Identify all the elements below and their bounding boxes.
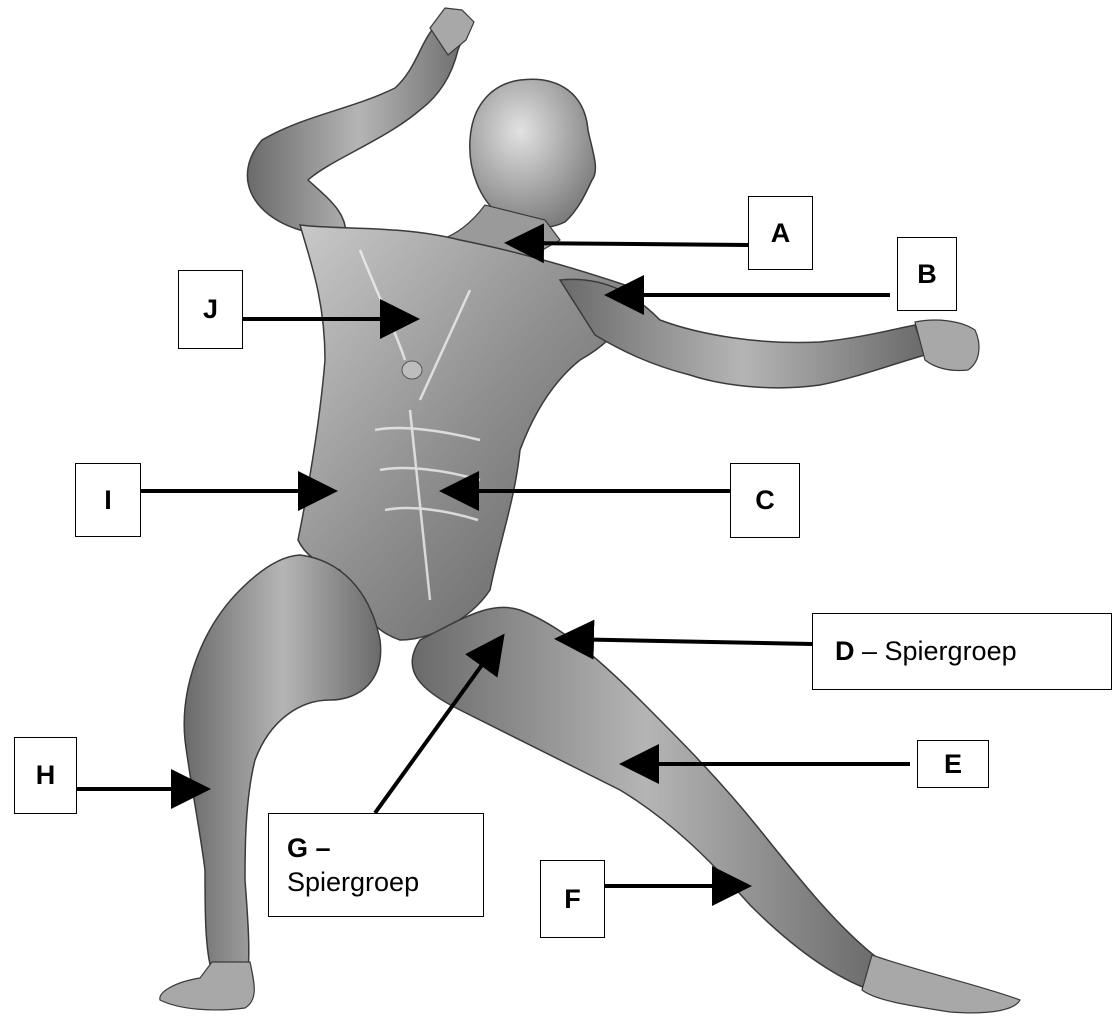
label-h-letter: H xyxy=(36,760,56,791)
label-a: A xyxy=(748,196,813,270)
label-g-letter: G – xyxy=(287,831,331,865)
arrow-a xyxy=(512,243,748,245)
raised-arm xyxy=(247,8,474,240)
label-g: G – Spiergroep xyxy=(268,813,484,917)
label-d-letter: D xyxy=(835,636,855,667)
label-b-letter: B xyxy=(917,259,937,290)
label-f: F xyxy=(540,860,605,938)
arrow-d xyxy=(562,639,812,644)
label-e-letter: E xyxy=(944,749,962,780)
label-j: J xyxy=(178,270,243,349)
label-g-text: Spiergroep xyxy=(287,865,419,899)
label-i-letter: I xyxy=(104,485,112,516)
label-h: H xyxy=(14,737,77,814)
label-j-letter: J xyxy=(203,294,218,325)
label-a-letter: A xyxy=(771,218,791,249)
label-d-text: – Spiergroep xyxy=(855,636,1017,667)
label-i: I xyxy=(75,463,141,537)
label-c: C xyxy=(730,463,800,538)
label-f-letter: F xyxy=(564,884,581,915)
bent-leg xyxy=(160,555,381,1010)
label-d: D – Spiergroep xyxy=(812,613,1112,690)
label-e: E xyxy=(917,740,989,788)
label-b: B xyxy=(897,237,957,311)
head xyxy=(440,79,595,268)
label-c-letter: C xyxy=(755,485,775,516)
